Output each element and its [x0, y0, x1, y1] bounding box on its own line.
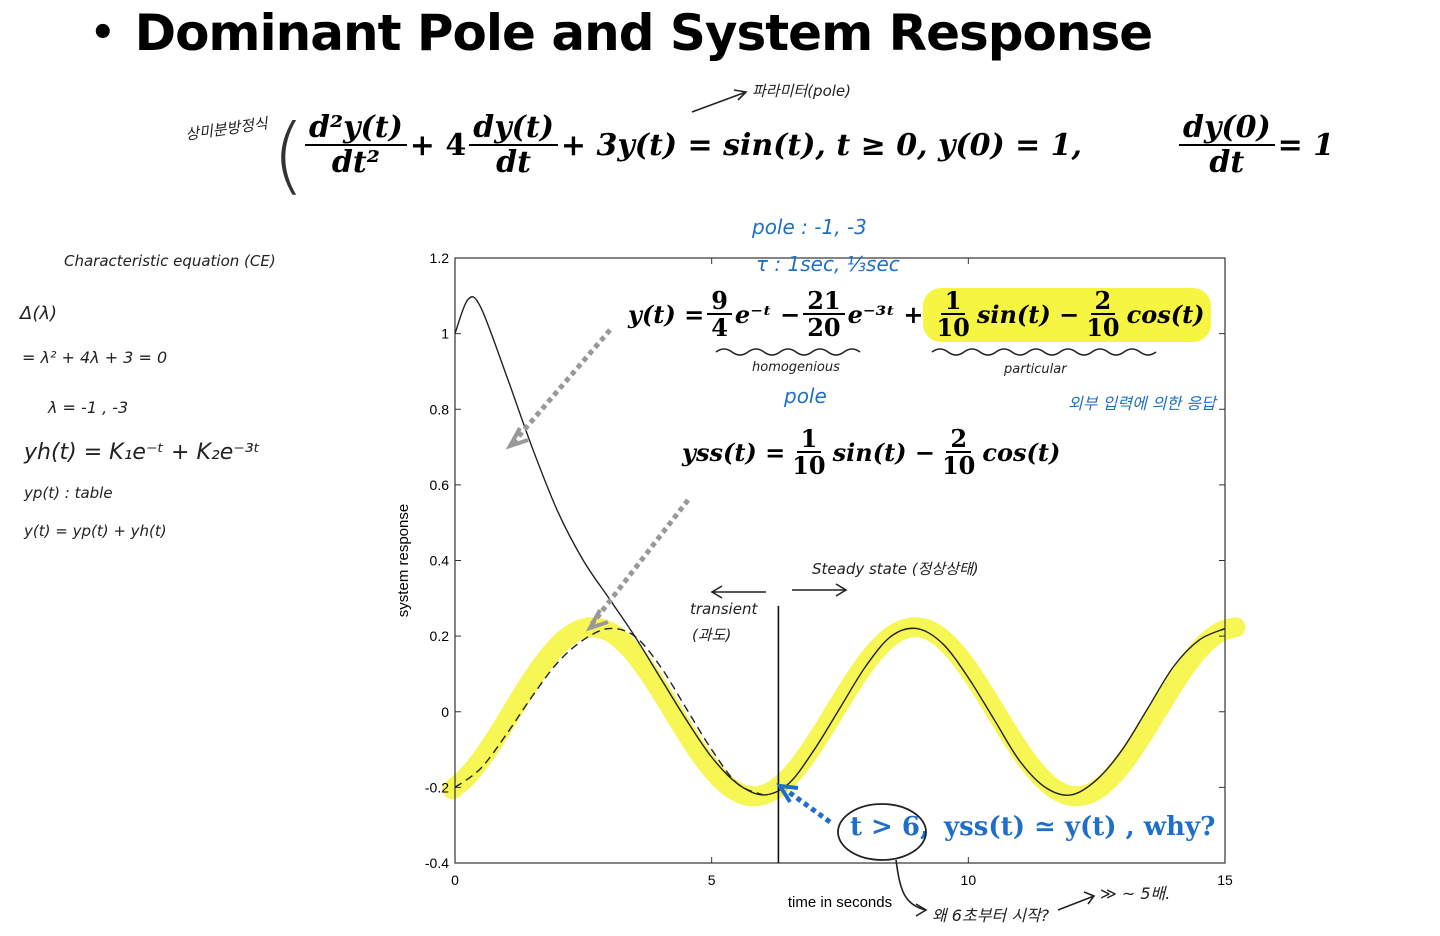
ode-d2-den: dt²: [331, 144, 380, 180]
ode-ic-rhs: = 1: [1277, 127, 1335, 163]
ode-plus4: + 4: [409, 127, 467, 163]
yss-lhs: yss(t) =: [682, 438, 786, 468]
x-tick-label: 15: [1217, 872, 1233, 888]
t-gt-6: t > 6,: [850, 812, 930, 842]
g1-den: 10: [792, 451, 826, 481]
note-y: y(t) = yp(t) + yh(t): [24, 522, 167, 540]
note-delta: Δ(λ): [20, 303, 58, 324]
f4-num: 2: [1090, 288, 1116, 316]
note-roots: λ = -1 , -3: [48, 398, 129, 417]
tau-list: τ : 1sec, ⅓sec: [756, 252, 900, 276]
approx-why: yss(t) ≃ y(t) , why?: [944, 812, 1216, 842]
note-ce: Characteristic equation (CE): [64, 252, 276, 270]
slide-title: Dominant Pole and System Response: [134, 4, 1154, 62]
why6-note: 왜 6초부터 시작?: [932, 906, 1050, 925]
steady-state-highlight: [442, 617, 1246, 807]
ode-d1-fraction: dy(t) dt: [469, 112, 558, 179]
ode-rest: + 3y(t) = sin(t), t ≥ 0, y(0) = 1,: [560, 127, 1082, 163]
ode-ic-fraction: dy(0) dt: [1179, 112, 1275, 179]
f2-num: 21: [803, 288, 845, 316]
f1-den: 4: [711, 313, 728, 343]
series-total-response: [454, 296, 1226, 796]
x-tick-label: 5: [708, 872, 716, 888]
x-tick-label: 0: [451, 872, 459, 888]
e1-term: e⁻ᵗ −: [734, 300, 801, 330]
y-axis-label: system response: [395, 504, 412, 617]
c2-term: cos(t): [982, 438, 1061, 468]
y-tick-label: 0.8: [430, 401, 450, 417]
homogenious-label: homogenious: [752, 360, 840, 375]
note-yp: yp(t) : table: [24, 484, 113, 502]
pole-note-arrow: [691, 89, 748, 113]
y-tick-label: 0.4: [430, 553, 450, 569]
g2-num: 2: [946, 426, 972, 454]
y-tick-label: 0: [441, 704, 449, 720]
f3-num: 1: [940, 288, 966, 316]
y-lhs: y(t) =: [628, 300, 705, 330]
f1-num: 9: [707, 288, 732, 316]
g2-den: 10: [941, 451, 976, 481]
c1-term: cos(t): [1126, 300, 1205, 330]
response-chart: 0 5 10 15 -0.4 -0.2 0 0.2 0.4 0.6 0.8 1 1.2 time in …: [395, 250, 1246, 911]
f4-den: 10: [1086, 313, 1120, 343]
y-tick-label: 1: [441, 326, 449, 342]
s1-term: sin(t) −: [976, 300, 1080, 330]
e2-term: e⁻³ᵗ +: [847, 300, 924, 330]
ode-ic-num: dy(0): [1179, 112, 1275, 146]
bullet: •: [90, 10, 116, 56]
ode-initial-condition: dy(0) dt = 1: [1176, 112, 1334, 179]
ode-side-note: 상미분방정식: [184, 114, 269, 144]
ode-equation: d²y(t) dt² + 4 dy(t) dt + 3y(t) = sin(t)…: [302, 112, 1082, 179]
y-tick-label: -0.4: [425, 855, 449, 871]
f3-den: 10: [936, 313, 970, 343]
f2-den: 20: [807, 313, 841, 343]
ode-d2-fraction: d²y(t) dt²: [305, 112, 407, 179]
y-tick-label: 1.2: [430, 250, 450, 266]
g1-num: 1: [796, 426, 822, 454]
y-tick-label: -0.2: [425, 779, 449, 795]
five-tau-note: ≫ ~ 5배.: [1100, 884, 1171, 903]
ode-d1-num: dy(t): [469, 112, 558, 146]
underline-squiggles: [715, 348, 1157, 356]
series-steady-state-dashed: [454, 627, 764, 796]
y-tick-label: 0.6: [430, 477, 450, 493]
transient-note: transient: [690, 600, 758, 618]
steady-state-note: Steady state (정상상태): [812, 560, 979, 578]
note-poly: = λ² + 4λ + 3 = 0: [22, 348, 168, 367]
transient-kr-note: (과도): [692, 626, 732, 644]
y-tick-label: 0.2: [430, 628, 450, 644]
ode-pole-note: 파라미터(pole): [752, 82, 851, 100]
s2-term: sin(t) −: [832, 438, 935, 468]
ode-d1-den: dt: [496, 144, 532, 180]
ode-ic-den: dt: [1209, 144, 1245, 180]
ode-bracket: (: [272, 106, 305, 204]
x-axis-label: time in seconds: [788, 894, 892, 911]
pole-under-label: pole: [784, 384, 827, 408]
ode-d2-num: d²y(t): [305, 112, 407, 146]
particular-label: particular: [1004, 362, 1067, 377]
pole-list: pole : -1, -3: [752, 215, 867, 239]
note-yh: yh(t) = K₁e⁻ᵗ + K₂e⁻³ᵗ: [24, 440, 261, 465]
slide-title-row: • Dominant Pole and System Response: [90, 4, 1154, 62]
x-tick-label: 10: [961, 872, 977, 888]
external-input-note: 외부 입력에 의한 응답: [1068, 394, 1216, 413]
